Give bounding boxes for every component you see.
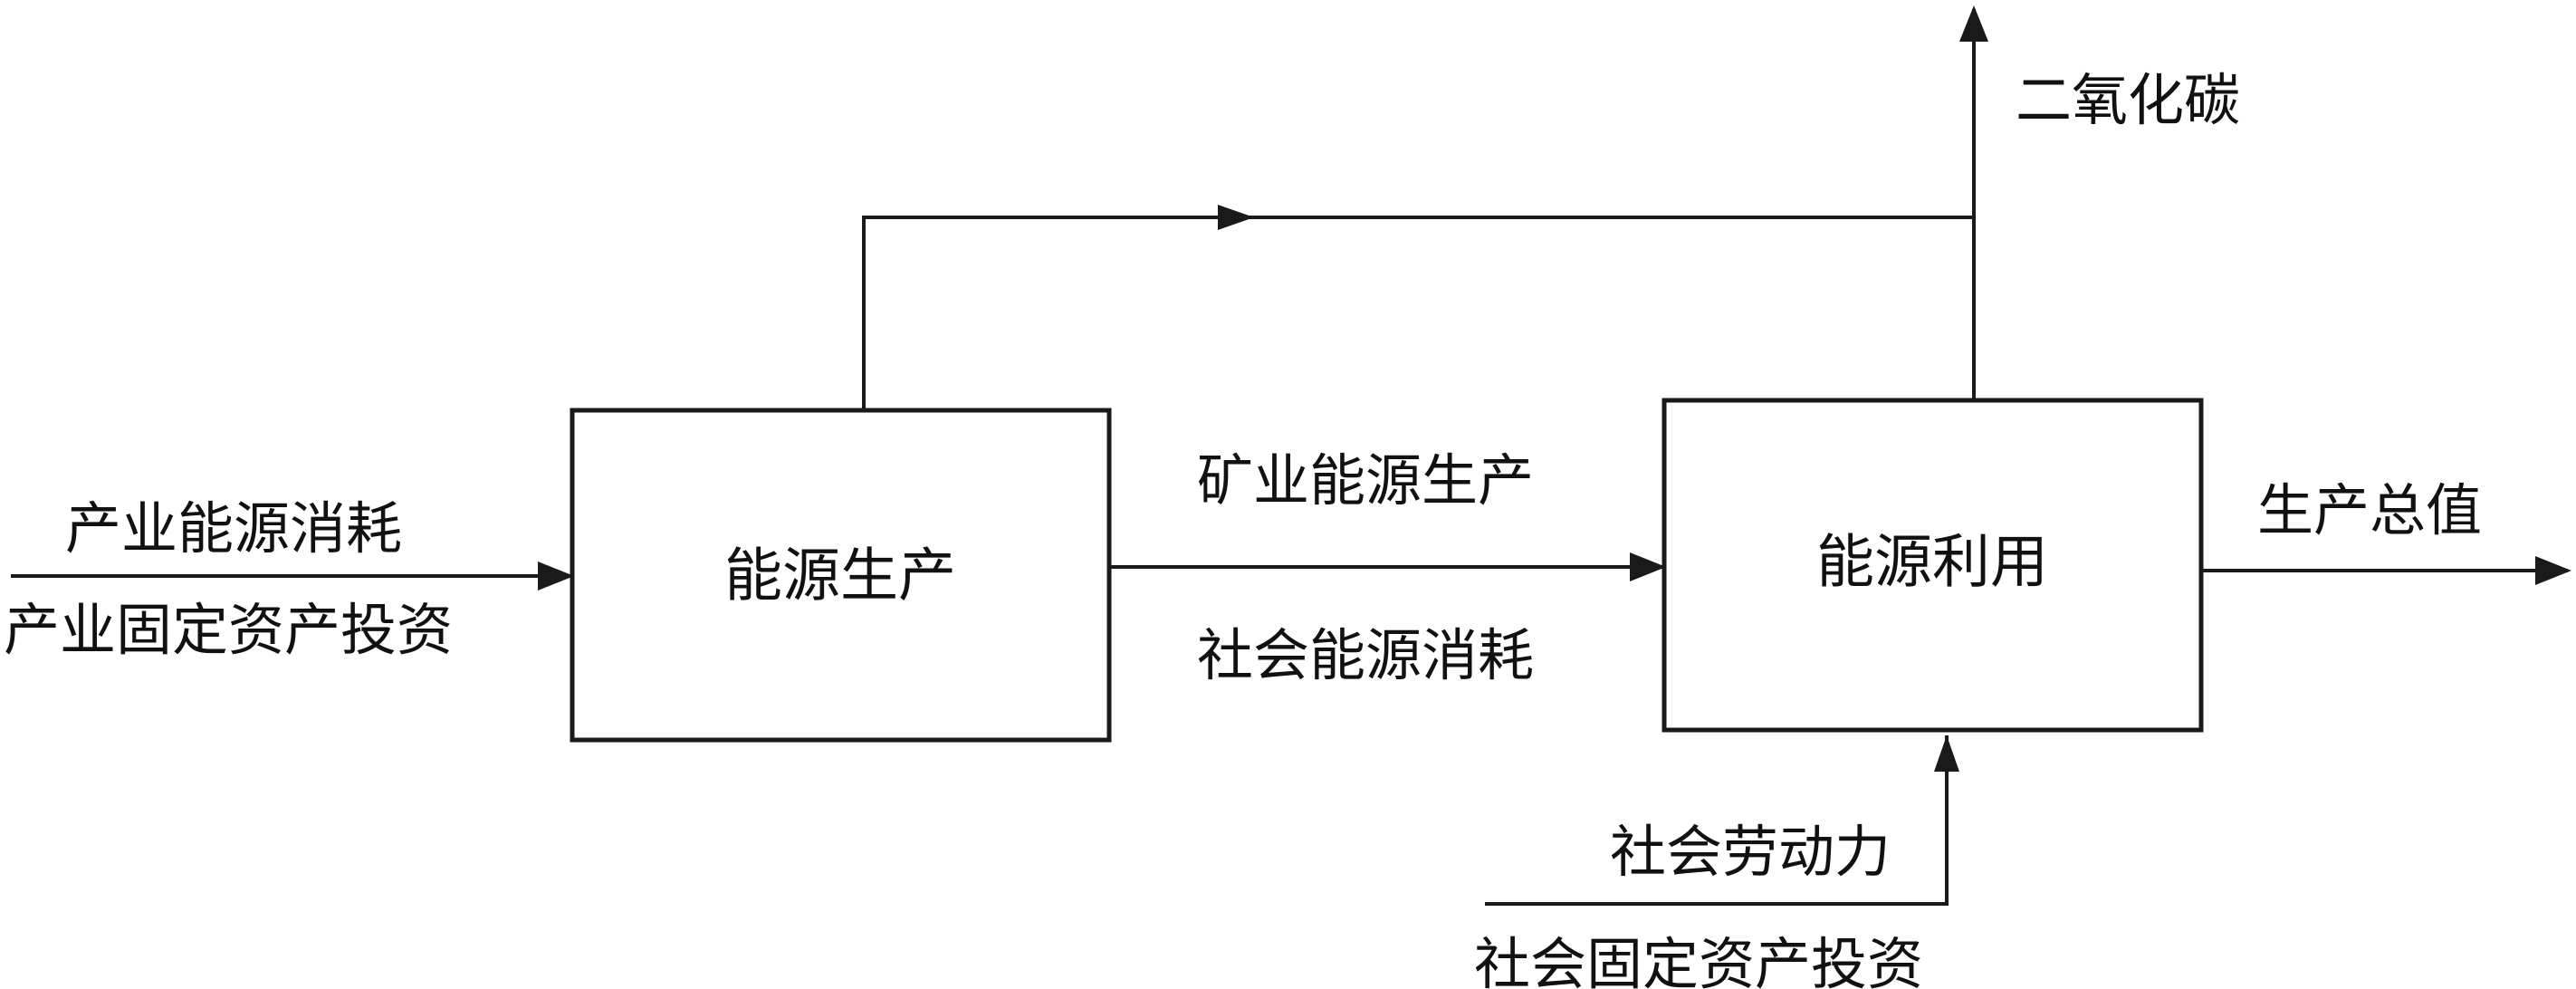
node-energy-production: 能源生产: [724, 543, 956, 610]
path-production-top: [862, 216, 1974, 410]
top-path-arrowhead: [1218, 205, 1254, 230]
node-box-energy-utilization: [1661, 398, 2204, 733]
label-industry-fixed-asset-investment: 产业固定资产投资: [4, 597, 453, 663]
label-social-labor: 社会劳动力: [1610, 819, 1891, 885]
label-social-energy-consumption: 社会能源消耗: [1197, 622, 1534, 688]
path-social-input: [1485, 735, 1949, 906]
label-mining-energy-production: 矿业能源生产: [1197, 447, 1534, 514]
label-gross-output-value: 生产总值: [2257, 477, 2482, 543]
social-input-arrowhead: [1934, 735, 1959, 772]
label-carbon-dioxide: 二氧化碳: [2016, 67, 2240, 133]
node-energy-utilization: 能源利用: [1816, 530, 2048, 597]
label-industry-energy-consumption: 产业能源消耗: [65, 495, 402, 562]
node-box-energy-production: [570, 408, 1112, 743]
label-social-fixed-asset-investment: 社会固定资产投资: [1474, 931, 1923, 989]
